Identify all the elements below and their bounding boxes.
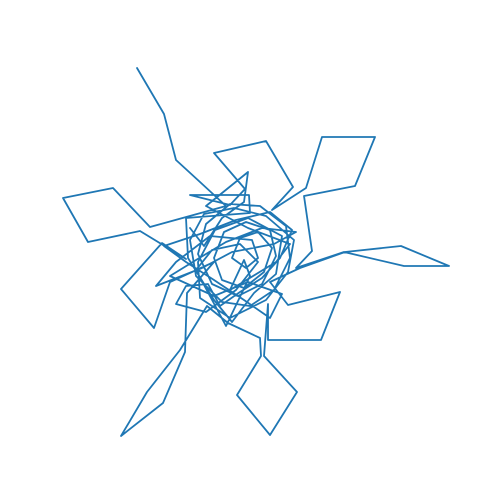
tangled-line-path xyxy=(62,67,450,437)
